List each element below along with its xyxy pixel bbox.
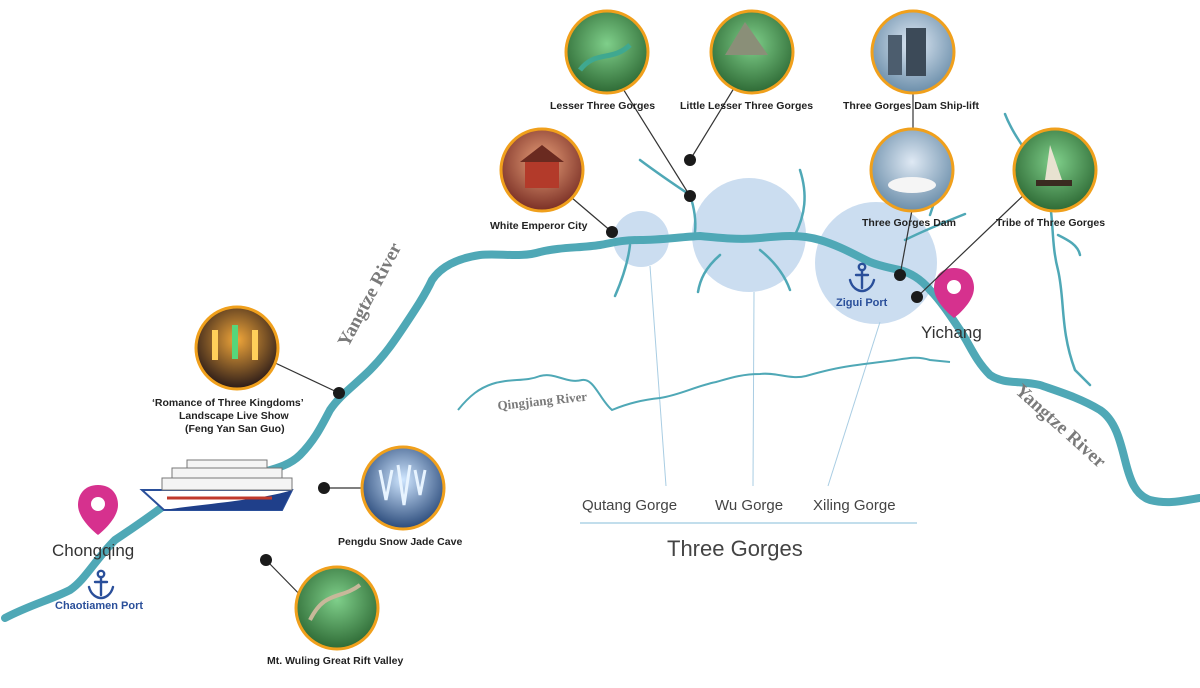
romance-label-line2: Landscape Live Show xyxy=(179,410,290,422)
wu-leader xyxy=(752,291,755,487)
white-emperor-city-photo[interactable] xyxy=(499,127,585,213)
pengdu-cave-label: Pengdu Snow Jade Cave xyxy=(338,536,462,548)
pengdu-snow-jade-cave-photo[interactable] xyxy=(360,445,446,531)
tribe-of-three-gorges-label: Tribe of Three Gorges xyxy=(996,217,1105,229)
wu-gorge-label: Wu Gorge xyxy=(715,497,783,514)
xiling-leader xyxy=(827,321,881,487)
cruise-ship-icon xyxy=(139,459,294,511)
wuling-great-rift-valley-photo[interactable] xyxy=(294,565,380,651)
wuling-valley-label: Mt. Wuling Great Rift Valley xyxy=(267,655,403,667)
three-gorges-title: Three Gorges xyxy=(667,536,803,561)
romance-label-line1: ‘Romance of Three Kingdoms’ xyxy=(152,397,304,409)
yichang-label: Yichang xyxy=(921,323,982,342)
chongqing-label: Chongqing xyxy=(52,541,134,560)
three-gorges-dam-photo[interactable] xyxy=(869,127,955,213)
qingjiang-river xyxy=(457,356,951,412)
little-lesser-three-gorges-label: Little Lesser Three Gorges xyxy=(680,100,813,112)
lesser-three-gorges-label: Lesser Three Gorges xyxy=(550,100,655,112)
yichang-marker[interactable] xyxy=(934,268,974,318)
chaotiamen-port-label: Chaotiamen Port xyxy=(55,600,143,612)
qingjiang-river-label: Qingjiang River xyxy=(497,389,588,413)
connector-dots xyxy=(260,154,923,566)
little-lesser-three-gorges-photo[interactable] xyxy=(709,9,795,95)
chongqing-marker[interactable] xyxy=(78,485,118,535)
qutang-gorge-label: Qutang Gorge xyxy=(582,497,677,514)
lesser-three-gorges-photo[interactable] xyxy=(564,9,650,95)
xiling-gorge-label: Xiling Gorge xyxy=(813,497,896,514)
romance-label-line3: (Feng Yan San Guo) xyxy=(185,423,285,435)
tribe-of-three-gorges-photo[interactable] xyxy=(1012,127,1098,213)
romance-of-three-kingdoms-photo[interactable] xyxy=(194,305,280,391)
three-gorges-dam-label: Three Gorges Dam xyxy=(862,217,956,229)
chaotiamen-port-anchor-icon xyxy=(87,569,115,600)
qutang-leader xyxy=(649,265,667,487)
zigui-port-anchor-icon xyxy=(848,262,876,293)
ship-lift-photo[interactable] xyxy=(870,9,956,95)
white-emperor-city-label: White Emperor City xyxy=(490,220,588,232)
ship-lift-label: Three Gorges Dam Ship-lift xyxy=(843,100,979,112)
zigui-port-label: Zigui Port xyxy=(836,297,888,309)
